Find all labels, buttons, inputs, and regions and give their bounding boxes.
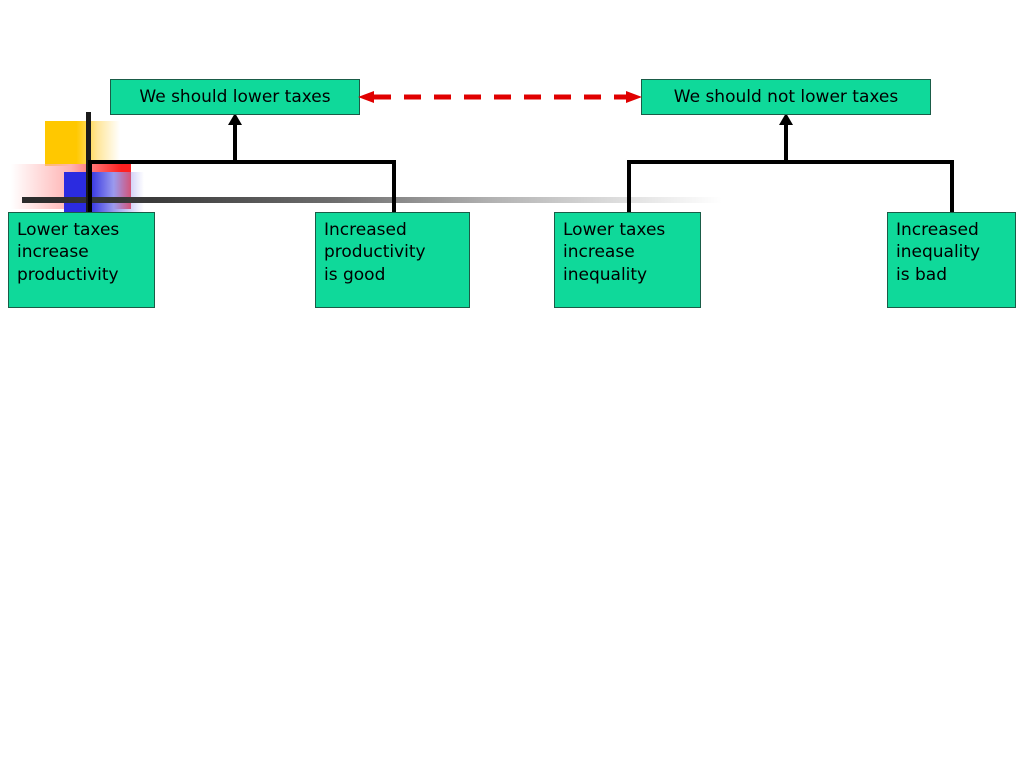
arrowhead-to-claim-con	[779, 113, 793, 125]
connector-right-crossbar	[627, 160, 954, 164]
red-gradient-block	[11, 164, 131, 209]
connector-left-stem	[233, 122, 237, 162]
connector-left-leg-reason-1	[88, 160, 92, 212]
connector-left-crossbar	[88, 160, 396, 164]
claim-box-we-should-not-lower-taxes[interactable]: We should not lower taxes	[641, 79, 931, 115]
reason-box-increased-inequality-is-bad[interactable]: Increased inequality is bad	[887, 212, 1016, 308]
arrowhead-to-claim-pro	[228, 113, 242, 125]
fading-horizontal-rule	[22, 197, 722, 203]
conflict-arrow-double-headed	[358, 90, 642, 104]
connector-right-stem	[784, 122, 788, 162]
connector-right-leg-reason-4	[950, 160, 954, 212]
reason-box-increased-productivity-is-good[interactable]: Increased productivity is good	[315, 212, 470, 308]
connector-left-leg-reason-2	[392, 160, 396, 212]
claim-box-we-should-lower-taxes[interactable]: We should lower taxes	[110, 79, 360, 115]
connector-right-leg-reason-3	[627, 160, 631, 212]
reason-box-lower-taxes-increase-inequality[interactable]: Lower taxes increase inequality	[554, 212, 701, 308]
reason-box-lower-taxes-increase-productivity[interactable]: Lower taxes increase productivity	[8, 212, 155, 308]
